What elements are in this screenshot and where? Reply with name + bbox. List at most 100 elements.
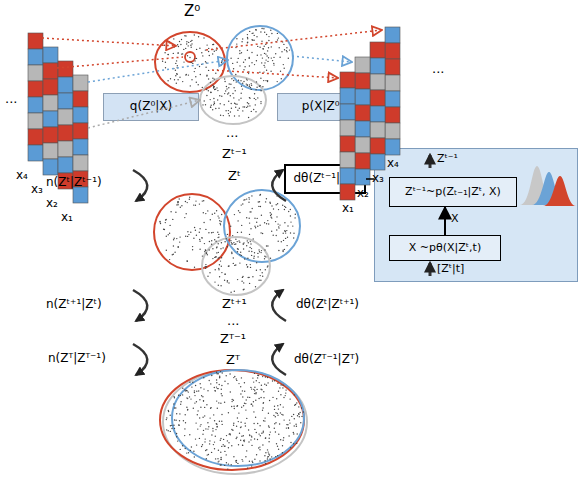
sample-dot bbox=[217, 99, 218, 100]
sample-dot bbox=[216, 246, 217, 247]
sample-dot bbox=[195, 76, 196, 77]
sample-dot bbox=[285, 238, 286, 239]
sample-dot bbox=[270, 71, 271, 72]
sample-dot bbox=[241, 232, 242, 233]
sample-dot bbox=[234, 214, 235, 215]
sample-dot bbox=[251, 445, 252, 446]
sample-dot bbox=[244, 423, 245, 424]
sample-dot bbox=[173, 254, 174, 255]
sample-dot bbox=[203, 212, 204, 213]
sample-dot bbox=[279, 47, 280, 48]
sample-dot bbox=[217, 426, 218, 427]
sample-dot bbox=[206, 266, 207, 267]
data-cell bbox=[385, 75, 400, 91]
sample-dot bbox=[267, 456, 268, 457]
sample-dot bbox=[240, 426, 241, 427]
sample-dot bbox=[218, 217, 219, 218]
sample-dot bbox=[187, 236, 188, 237]
sample-dot bbox=[239, 108, 240, 109]
sample-dot bbox=[276, 195, 277, 196]
sample-dot bbox=[243, 199, 244, 200]
sample-dot bbox=[179, 77, 180, 78]
sample-dot bbox=[268, 47, 269, 48]
sample-dot bbox=[191, 446, 192, 447]
sample-dot bbox=[202, 200, 203, 201]
sample-dot bbox=[255, 111, 256, 112]
process-box: dθ(Zᵗ⁻¹|Zᵗ) bbox=[284, 164, 366, 194]
sample-dot bbox=[260, 90, 261, 91]
sample-dot bbox=[264, 258, 265, 259]
sample-dot bbox=[213, 86, 214, 87]
sample-dot bbox=[253, 381, 254, 382]
sample-dot bbox=[247, 102, 248, 103]
sample-dot bbox=[254, 98, 255, 99]
sample-dot bbox=[165, 219, 166, 220]
sample-dot bbox=[180, 207, 181, 208]
sample-dot bbox=[282, 41, 283, 42]
sample-dot bbox=[272, 60, 273, 61]
sample-dot bbox=[175, 63, 176, 64]
sample-dot bbox=[274, 423, 275, 424]
sample-dot bbox=[294, 425, 295, 426]
sample-dot bbox=[253, 40, 254, 41]
sample-dot bbox=[192, 249, 193, 250]
sample-dot bbox=[211, 434, 212, 435]
sample-dot bbox=[195, 385, 196, 386]
sample-dot bbox=[285, 231, 286, 232]
data-arrays bbox=[28, 27, 400, 203]
sample-dot bbox=[254, 387, 255, 388]
sample-dot bbox=[212, 109, 213, 110]
sample-dot bbox=[177, 201, 178, 202]
sample-dot bbox=[232, 399, 233, 400]
sample-dot bbox=[197, 410, 198, 411]
sample-dot bbox=[246, 399, 247, 400]
sample-dot bbox=[183, 49, 184, 50]
sample-dot bbox=[287, 237, 288, 238]
sample-dot bbox=[268, 453, 269, 454]
sample-dot bbox=[201, 237, 202, 238]
sample-dot bbox=[215, 256, 216, 257]
sample-dot bbox=[275, 53, 276, 54]
sample-dot bbox=[221, 464, 222, 465]
data-cell bbox=[340, 72, 355, 88]
data-cell bbox=[340, 152, 355, 168]
sample-dot bbox=[281, 241, 282, 242]
sample-dot bbox=[207, 428, 208, 429]
sample-dot bbox=[259, 425, 260, 426]
sample-dot bbox=[219, 264, 220, 265]
data-cell bbox=[43, 95, 58, 111]
sample-dot bbox=[227, 234, 228, 235]
sample-dot bbox=[267, 377, 268, 378]
sample-dot bbox=[222, 59, 223, 60]
sample-dot bbox=[186, 407, 187, 408]
sample-dot bbox=[217, 237, 218, 238]
data-cell bbox=[73, 187, 88, 203]
sample-dot bbox=[280, 404, 281, 405]
sample-dot bbox=[276, 229, 277, 230]
sample-dot bbox=[276, 235, 277, 236]
sample-dot bbox=[221, 389, 222, 390]
sample-dot bbox=[199, 232, 200, 233]
sample-dot bbox=[234, 115, 235, 116]
sample-dot bbox=[210, 107, 211, 108]
sample-dot bbox=[254, 226, 255, 227]
sample-dot bbox=[273, 64, 274, 65]
sample-dot bbox=[237, 220, 238, 221]
sample-dot bbox=[290, 232, 291, 233]
sample-dot bbox=[281, 51, 282, 52]
data-cell bbox=[370, 90, 385, 106]
sample-dot bbox=[258, 280, 259, 281]
data-cell bbox=[370, 122, 385, 138]
sample-dot bbox=[176, 433, 177, 434]
sample-dot bbox=[233, 377, 234, 378]
sample-dot bbox=[216, 373, 217, 374]
sample-dot bbox=[181, 39, 182, 40]
sample-dot bbox=[195, 230, 196, 231]
sample-dot bbox=[215, 458, 216, 459]
sample-dot bbox=[205, 268, 206, 269]
sample-dot bbox=[173, 38, 174, 39]
sample-dot bbox=[189, 434, 190, 435]
sample-dot bbox=[257, 375, 258, 376]
sample-dot bbox=[206, 253, 207, 254]
sample-dot bbox=[196, 58, 197, 59]
